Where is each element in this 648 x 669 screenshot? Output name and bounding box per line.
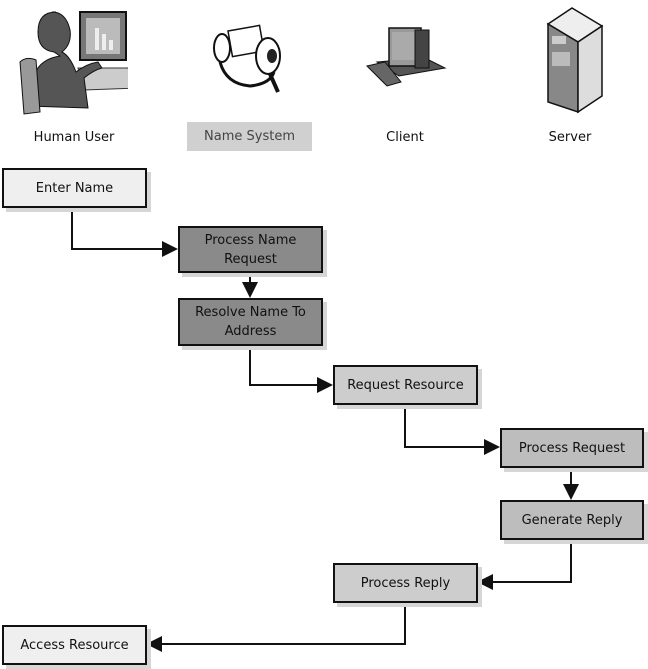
step-request-resource: Request Resource [333, 365, 478, 405]
server-rack-icon [546, 7, 604, 114]
edge-generate-to-process-reply [477, 539, 572, 590]
rolodex-icon [213, 24, 281, 93]
actor-label-server: Server [548, 130, 592, 145]
actor-label-human-user: Human User [33, 130, 115, 145]
step-access-resource: Access Resource [2, 625, 147, 665]
edge-enter-to-process-name [71, 207, 178, 257]
step-process-request: Process Request [500, 428, 644, 468]
step-enter-name: Enter Name [2, 168, 147, 208]
edge-resolve-to-request-resource [249, 345, 333, 393]
step-process-name-request: Process Name Request [178, 226, 323, 273]
desktop-computer-icon [366, 27, 447, 87]
person-at-computer-icon [19, 11, 128, 115]
step-resolve-name: Resolve Name To Address [178, 298, 323, 346]
step-process-reply: Process Reply [333, 563, 478, 603]
step-generate-reply: Generate Reply [500, 500, 644, 540]
actor-label-client: Client [386, 130, 424, 145]
actor-label-name-system: Name System [187, 122, 312, 151]
edge-request-resource-to-process-request [404, 404, 500, 455]
edge-process-reply-to-access [146, 602, 406, 652]
